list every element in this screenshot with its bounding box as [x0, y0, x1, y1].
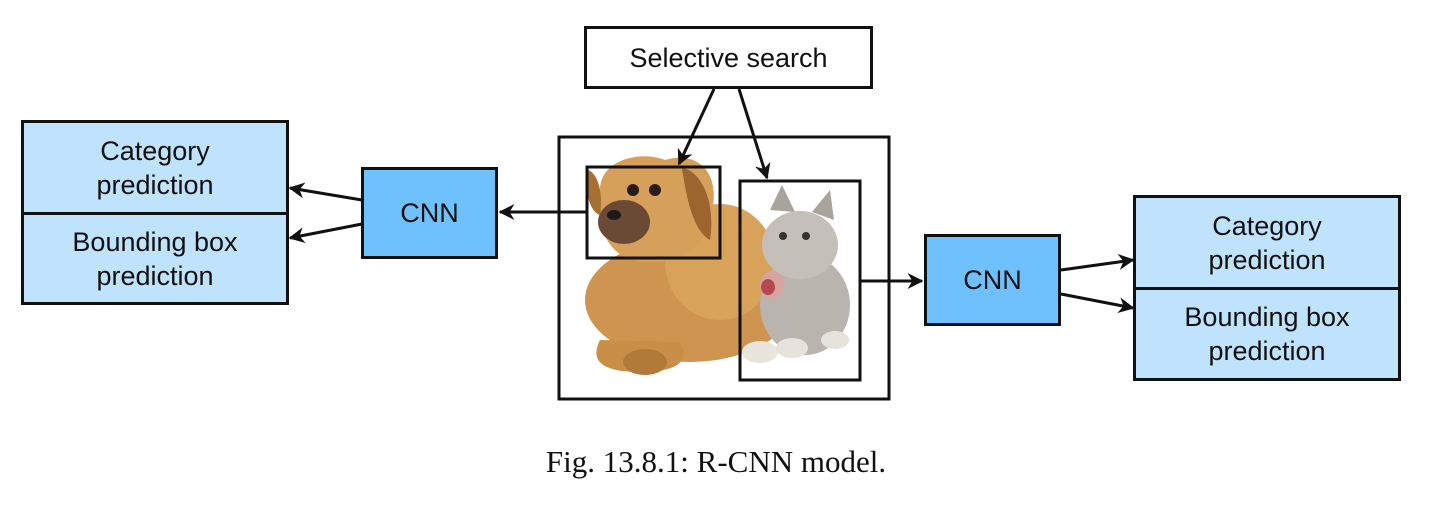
selective-search-box: Selective search: [584, 26, 873, 89]
left-bbox-prediction-box: Bounding box prediction: [21, 212, 289, 305]
arrow-search-to-cat-region: [737, 88, 771, 180]
right-cnn-box: CNN: [924, 234, 1061, 326]
right-category-prediction-label: Category prediction: [1208, 210, 1326, 275]
arrow-left-cnn-to-category: [288, 182, 363, 202]
right-cnn-label: CNN: [963, 265, 1022, 295]
left-category-prediction-box: Category prediction: [21, 120, 289, 215]
arrow-right-cnn-to-category: [1060, 254, 1135, 272]
selective-search-label: Selective search: [629, 42, 828, 73]
dog-image: [585, 156, 795, 375]
arrow-right-cnn-to-bbox: [1060, 292, 1135, 314]
right-category-prediction-box: Category prediction: [1133, 195, 1401, 290]
arrow-left-cnn-to-bbox: [288, 222, 363, 244]
left-cnn-box: CNN: [361, 167, 498, 259]
left-cnn-label: CNN: [400, 198, 459, 228]
right-bbox-prediction-box: Bounding box prediction: [1133, 287, 1401, 381]
figure-caption: Fig. 13.8.1: R-CNN model.: [545, 444, 887, 479]
right-bbox-prediction-label: Bounding box prediction: [1184, 302, 1350, 366]
arrow-search-to-dog-region: [677, 88, 716, 166]
left-category-prediction-label: Category prediction: [96, 135, 214, 200]
cat-image: [760, 185, 850, 358]
left-bbox-prediction-label: Bounding box prediction: [72, 226, 238, 291]
